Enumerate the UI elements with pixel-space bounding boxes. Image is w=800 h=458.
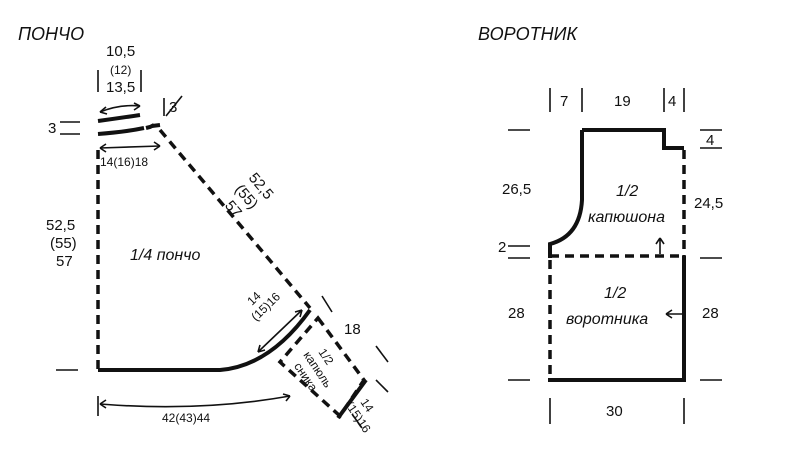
collar-bottom-measure: 30	[549, 398, 685, 424]
poncho-neck-width: 14(16)18	[99, 141, 161, 169]
collar-arrow	[665, 309, 682, 319]
poncho-bottom-edge	[98, 308, 312, 372]
top-width-3: 13,5	[106, 79, 135, 96]
hood-left-value: 26,5	[502, 181, 531, 198]
strip-bottom-measure: 14 (15)16	[343, 379, 389, 436]
poncho-shoulder: 3	[48, 120, 80, 137]
collar-top-3: 4	[668, 93, 676, 110]
hood-arrow	[655, 237, 665, 254]
collar-curve-measure: 2	[498, 239, 722, 259]
height-2: (55)	[50, 235, 77, 252]
bottom-width-value: 42(43)44	[162, 411, 210, 425]
top-width-1: 10,5	[106, 43, 135, 60]
collar-label-1: 1/2	[604, 285, 626, 302]
collar-label-2: воротника	[566, 311, 648, 328]
hood-strip-piece: 1/2 капюль сника	[277, 315, 368, 420]
poncho-height: 52,5 (55) 57	[46, 217, 78, 371]
collar-title: ВОРОТНИК	[478, 24, 578, 44]
collar-curve-value: 2	[498, 239, 506, 256]
poncho-edge-measure: 14 (15)16	[244, 289, 303, 353]
height-1: 52,5	[46, 217, 75, 234]
collar-right-value: 28	[702, 305, 719, 322]
poncho-label: 1/4 пончо	[130, 247, 200, 264]
poncho-neck-drop: 3	[163, 95, 183, 117]
collar-step-value: 4	[706, 132, 714, 149]
top-width-arrow	[99, 104, 141, 113]
collar-top-measure: 7 19 4	[549, 88, 685, 112]
hood-top-edge	[582, 128, 684, 150]
collar-left-value: 28	[508, 305, 525, 322]
neck-drop-value: 3	[169, 99, 177, 116]
poncho-bottom-width: 42(43)44	[97, 393, 291, 425]
collar-top-2: 19	[614, 93, 631, 110]
collar-step-measure: 4	[700, 129, 722, 149]
hood-left-edge	[548, 130, 584, 258]
poncho-diagonal-edge	[158, 128, 312, 310]
top-width-2: (12)	[110, 63, 131, 77]
collar-bottom-value: 30	[606, 403, 623, 420]
poncho-top-width: 10,5 (12) 13,5	[97, 43, 142, 115]
neckline-inner	[97, 126, 145, 136]
hood-right-value: 24,5	[694, 195, 723, 212]
strip-width-value: 18	[344, 321, 361, 338]
hood-label-2: капюшона	[588, 209, 665, 226]
hood-label-1: 1/2	[616, 183, 638, 200]
poncho-diagonal-measure: 52,5 (55) 57	[221, 170, 277, 221]
poncho-title: ПОНЧО	[18, 24, 84, 44]
neck-width-value: 14(16)18	[100, 155, 148, 169]
collar-top-1: 7	[560, 93, 568, 110]
strip-width-measure: 18	[321, 295, 389, 363]
shoulder-value: 3	[48, 120, 56, 137]
neckline-outer	[97, 113, 141, 123]
height-3: 57	[56, 253, 73, 270]
